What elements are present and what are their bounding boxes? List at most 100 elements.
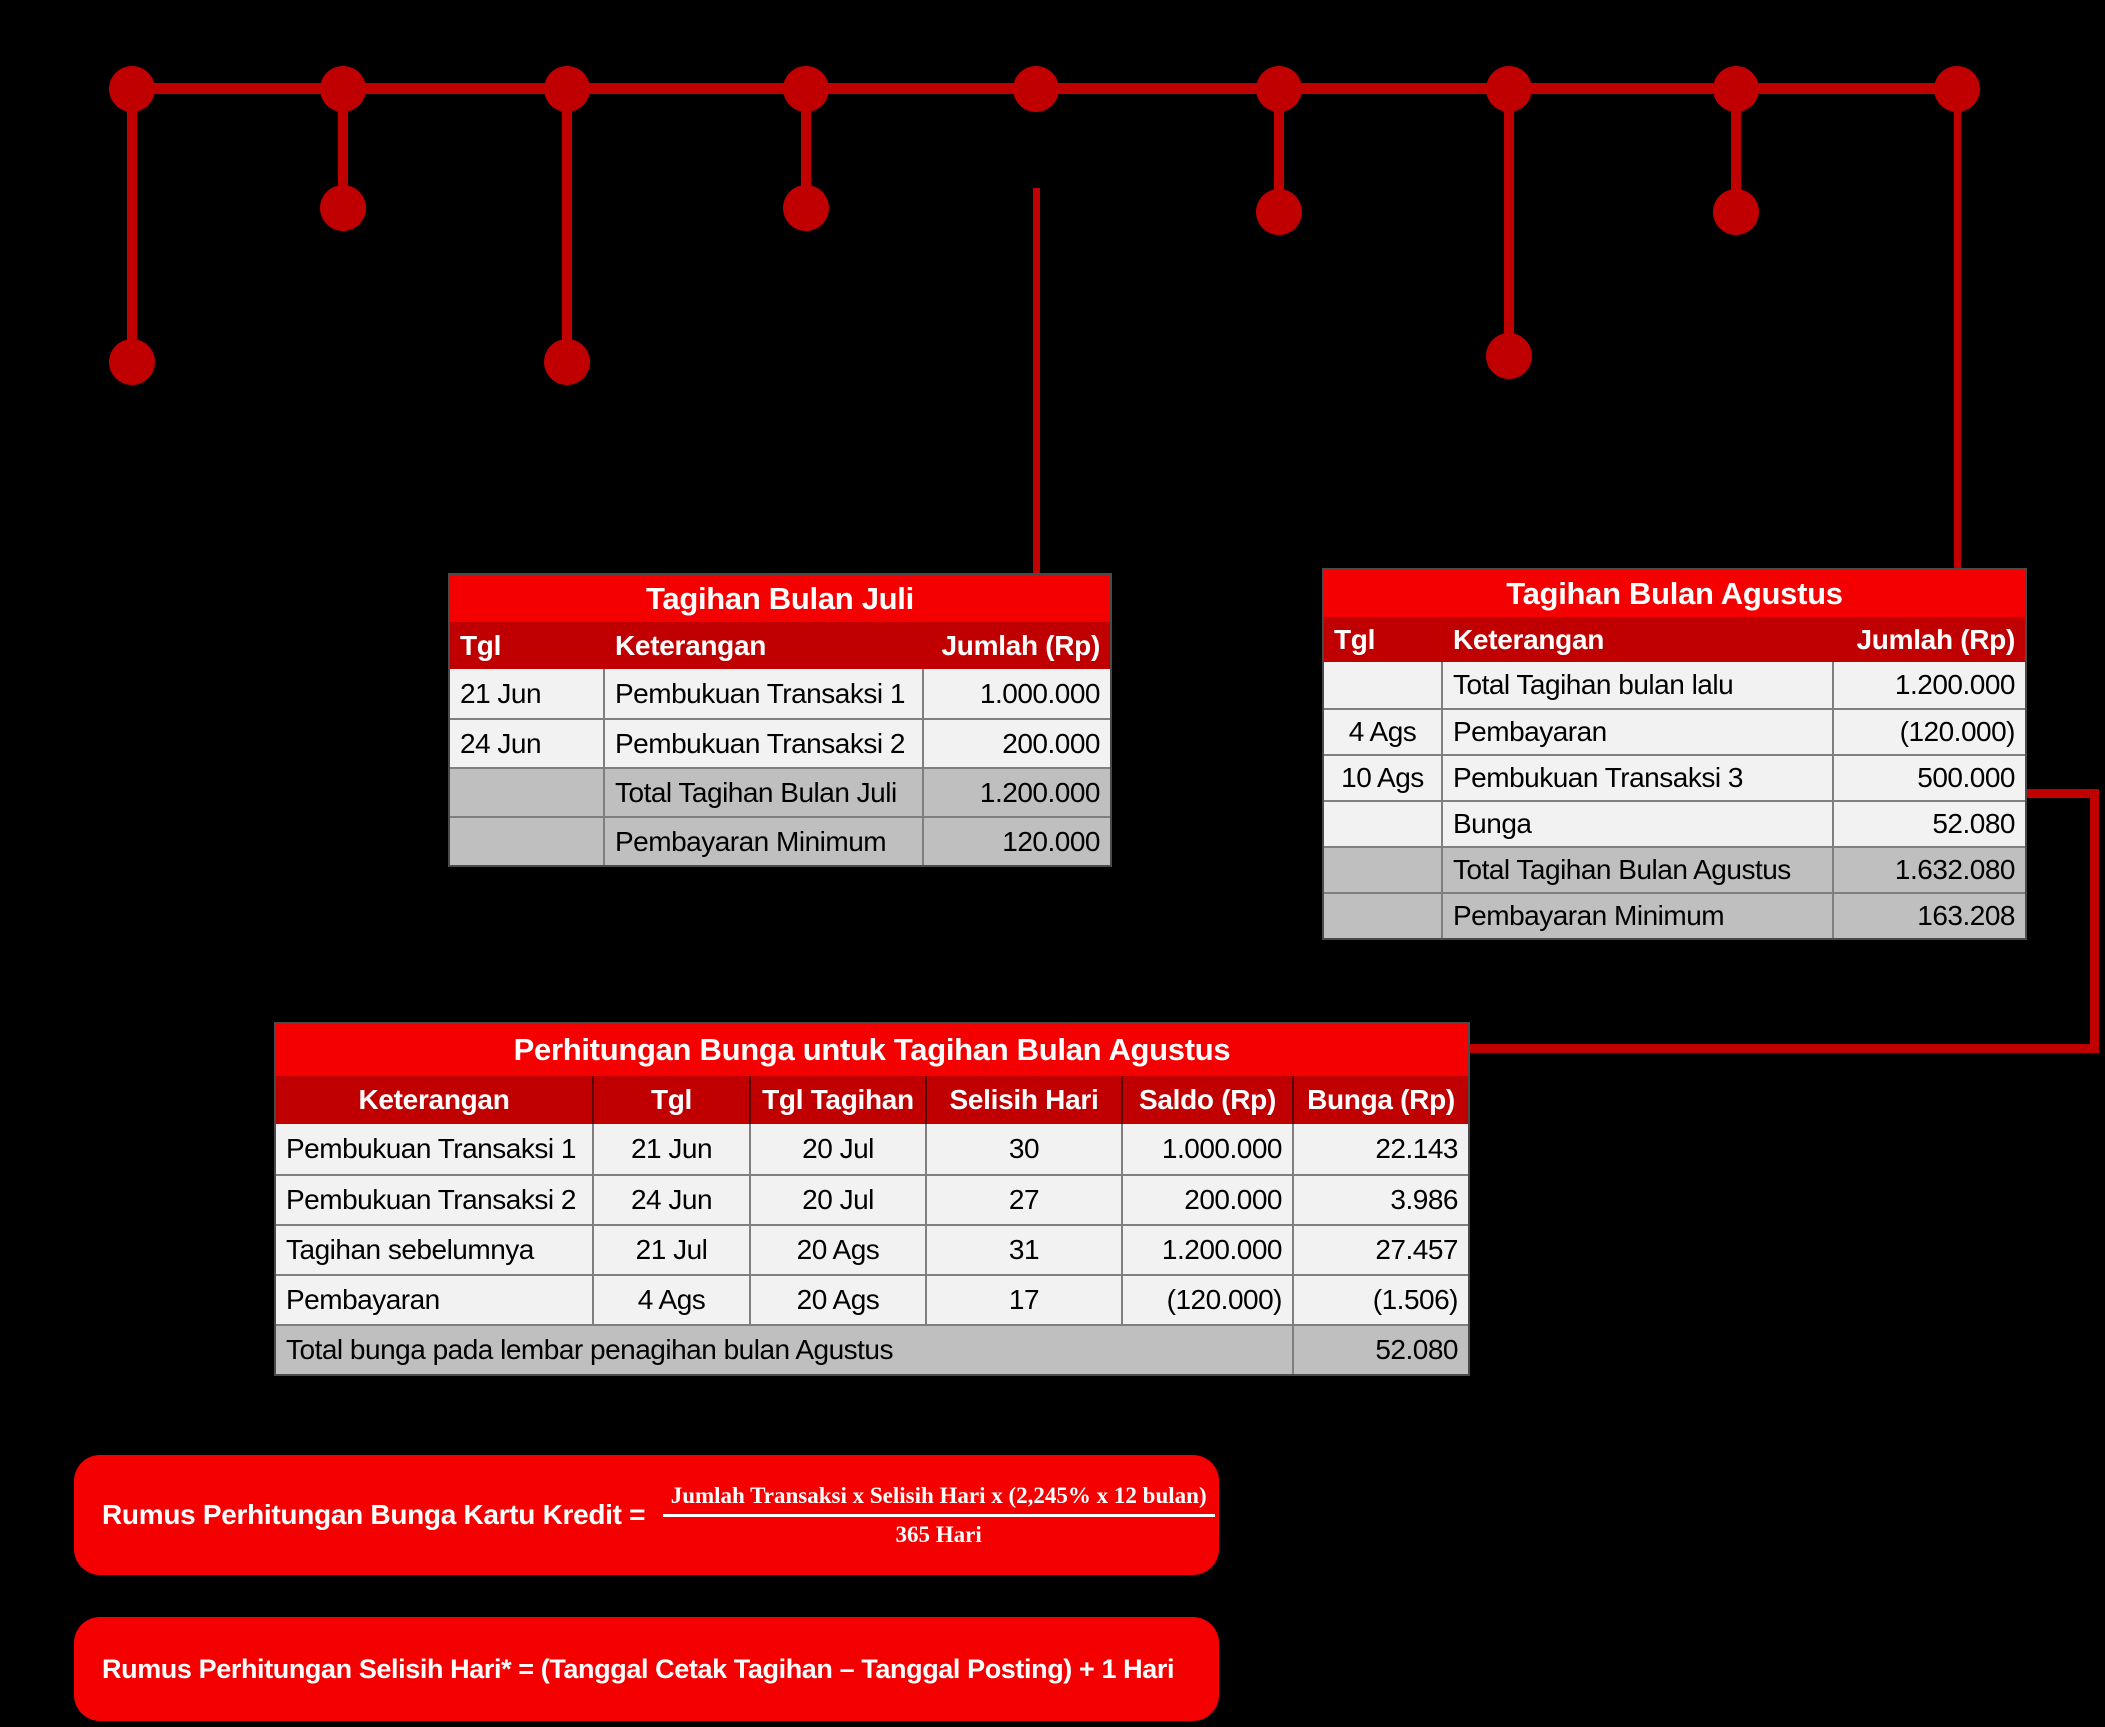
table-cell: Pembukuan Transaksi 2 xyxy=(276,1174,594,1224)
timeline-event-dot xyxy=(783,185,829,231)
formula-fraction: Jumlah Transaksi x Selisih Hari x (2,245… xyxy=(662,1483,1215,1548)
table-cell xyxy=(1324,846,1443,892)
table-cell: Pembukuan Transaksi 3 xyxy=(1443,754,1834,800)
table-elbow-connector xyxy=(2027,789,2099,798)
footer-value: 52.080 xyxy=(1294,1324,1468,1374)
table-cell: 20 Ags xyxy=(751,1274,927,1324)
column-header-keterangan: Keterangan xyxy=(276,1076,594,1124)
table-cell: 20 Ags xyxy=(751,1224,927,1274)
table-cell: 21 Jul xyxy=(594,1224,751,1274)
table-tagihan-juli: Tagihan Bulan Juli Tgl Keterangan Jumlah… xyxy=(448,573,1112,867)
table-cell: (120.000) xyxy=(1834,708,2025,754)
table-elbow-connector xyxy=(2090,789,2099,1053)
table-title-juli: Tagihan Bulan Juli xyxy=(450,575,1110,622)
table-cell xyxy=(1324,662,1443,708)
formula-text: Rumus Perhitungan Selisih Hari* = (Tangg… xyxy=(102,1653,1175,1684)
table-cell: 31 xyxy=(927,1224,1123,1274)
timeline-table-connector xyxy=(1032,188,1040,573)
table-cell: 20 Jul xyxy=(751,1124,927,1174)
table-cell: 163.208 xyxy=(1834,892,2025,938)
table-header-juli: Tgl Keterangan Jumlah (Rp) xyxy=(450,622,1110,669)
table-header-bunga: Keterangan Tgl Tgl Tagihan Selisih Hari … xyxy=(276,1076,1468,1124)
timeline-event-dot xyxy=(1256,189,1302,235)
table-cell: 24 Jun xyxy=(594,1174,751,1224)
table-cell: Total Tagihan Bulan Juli xyxy=(605,767,924,816)
table-cell: 21 Jun xyxy=(450,669,605,718)
timeline-event-dot xyxy=(1486,333,1532,379)
column-header-selisih-hari: Selisih Hari xyxy=(927,1076,1123,1124)
table-cell: 1.632.080 xyxy=(1834,846,2025,892)
table-title-agustus: Tagihan Bulan Agustus xyxy=(1324,570,2025,617)
table-cell: Pembayaran xyxy=(276,1274,594,1324)
table-cell: 21 Jun xyxy=(594,1124,751,1174)
table-cell: 200.000 xyxy=(924,718,1110,767)
table-cell: 1.200.000 xyxy=(1123,1224,1294,1274)
table-cell: Total Tagihan bulan lalu xyxy=(1443,662,1834,708)
table-cell xyxy=(450,767,605,816)
column-header-bunga: Bunga (Rp) xyxy=(1307,1084,1455,1115)
table-cell xyxy=(450,816,605,865)
timeline-event-dot xyxy=(320,185,366,231)
table-cell: Tagihan sebelumnya xyxy=(276,1224,594,1274)
timeline-drop-line xyxy=(1731,88,1741,212)
table-cell xyxy=(1324,892,1443,938)
table-cell xyxy=(1324,800,1443,846)
table-cell: Bunga xyxy=(1443,800,1834,846)
table-cell: (120.000) xyxy=(1123,1274,1294,1324)
table-cell: 22.143 xyxy=(1294,1124,1468,1174)
column-header-saldo: Saldo (Rp) xyxy=(1123,1076,1294,1124)
table-header-agustus: Tgl Keterangan Jumlah (Rp) xyxy=(1324,617,2025,662)
timeline-drop-line xyxy=(127,88,137,362)
timeline-event-dot xyxy=(1013,65,1059,112)
column-header-keterangan: Keterangan xyxy=(1453,623,1605,655)
table-cell: 3.986 xyxy=(1294,1174,1468,1224)
table-cell: 4 Ags xyxy=(594,1274,751,1324)
table-cell: 24 Jun xyxy=(450,718,605,767)
table-footer-total-bunga: Total bunga pada lembar penagihan bulan … xyxy=(276,1324,1468,1374)
table-cell: Pembayaran Minimum xyxy=(1443,892,1834,938)
timeline-table-connector xyxy=(1953,95,1961,568)
table-cell: 17 xyxy=(927,1274,1123,1324)
table-cell: Total Tagihan Bulan Agustus xyxy=(1443,846,1834,892)
table-cell: 1.000.000 xyxy=(924,669,1110,718)
table-title-bunga: Perhitungan Bunga untuk Tagihan Bulan Ag… xyxy=(276,1024,1468,1076)
table-cell: 30 xyxy=(927,1124,1123,1174)
table-cell: 52.080 xyxy=(1834,800,2025,846)
formula-label: Rumus Perhitungan Bunga Kartu Kredit = xyxy=(102,1499,653,1530)
column-header-tgl: Tgl xyxy=(460,629,502,661)
timeline-event-dot xyxy=(109,339,155,385)
table-cell: Pembukuan Transaksi 1 xyxy=(605,669,924,718)
timeline-event-dot xyxy=(1713,189,1759,235)
timeline-drop-line xyxy=(801,88,811,208)
column-header-tgl: Tgl xyxy=(1334,623,1376,655)
timeline-drop-line xyxy=(1274,88,1284,212)
table-cell: 200.000 xyxy=(1123,1174,1294,1224)
timeline-event-dot xyxy=(544,339,590,385)
column-header-jumlah: Jumlah (Rp) xyxy=(1856,623,2016,655)
formula-box-selisih-hari: Rumus Perhitungan Selisih Hari* = (Tangg… xyxy=(74,1617,1219,1721)
table-cell: 27.457 xyxy=(1294,1224,1468,1274)
table-cell: Pembayaran xyxy=(1443,708,1834,754)
table-cell: 120.000 xyxy=(924,816,1110,865)
timeline-drop-line xyxy=(1504,88,1514,356)
timeline-drop-line xyxy=(338,88,348,208)
table-tagihan-agustus: Tagihan Bulan Agustus Tgl Keterangan Jum… xyxy=(1322,568,2027,940)
table-cell: 500.000 xyxy=(1834,754,2025,800)
column-header-tgl: Tgl xyxy=(594,1076,751,1124)
